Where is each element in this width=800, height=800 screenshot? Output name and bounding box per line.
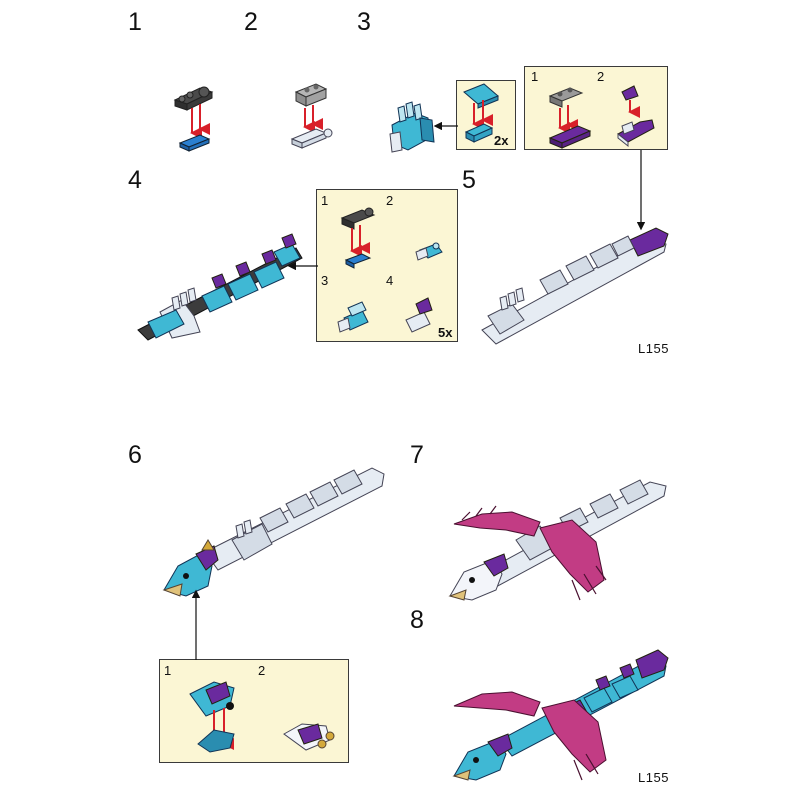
step-number-6: 6 [128,441,142,469]
callout-step4-sub2: 2 [386,193,394,208]
step-number-4: 4 [128,166,142,194]
callout-step4-sub1: 1 [321,193,329,208]
step-number-5: 5 [462,166,476,194]
step-number-7: 7 [410,441,424,469]
callout-step4-sub3: 3 [321,273,329,288]
step4-chain [137,233,318,341]
multiplier-5x: 5x [438,325,453,340]
step3b-parts [548,85,655,231]
multiplier-2x: 2x [494,133,509,148]
step2-parts [290,83,333,149]
page-code-top: L155 [638,341,669,356]
callout-step4-sub4: 4 [386,273,394,288]
step7-bird [448,479,667,601]
step-number-8: 8 [410,606,424,634]
page-code-bottom: L155 [638,770,669,785]
callout-step6-sub2: 2 [258,663,266,678]
callout-step3b-sub1: 1 [531,69,539,84]
step-number-1: 1 [128,8,142,36]
step-number-3: 3 [357,8,371,36]
step1-parts [173,86,214,152]
step6-callout-parts [189,681,335,753]
step-number-2: 2 [244,8,258,36]
step5-chain [481,227,669,345]
step8-bird [452,649,669,781]
step4-callout-parts [337,207,443,333]
callout-step3b [524,66,668,150]
step3-parts [389,83,499,153]
step6-body [162,467,385,660]
callout-step6-sub1: 1 [164,663,172,678]
callout-step3b-sub2: 2 [597,69,605,84]
